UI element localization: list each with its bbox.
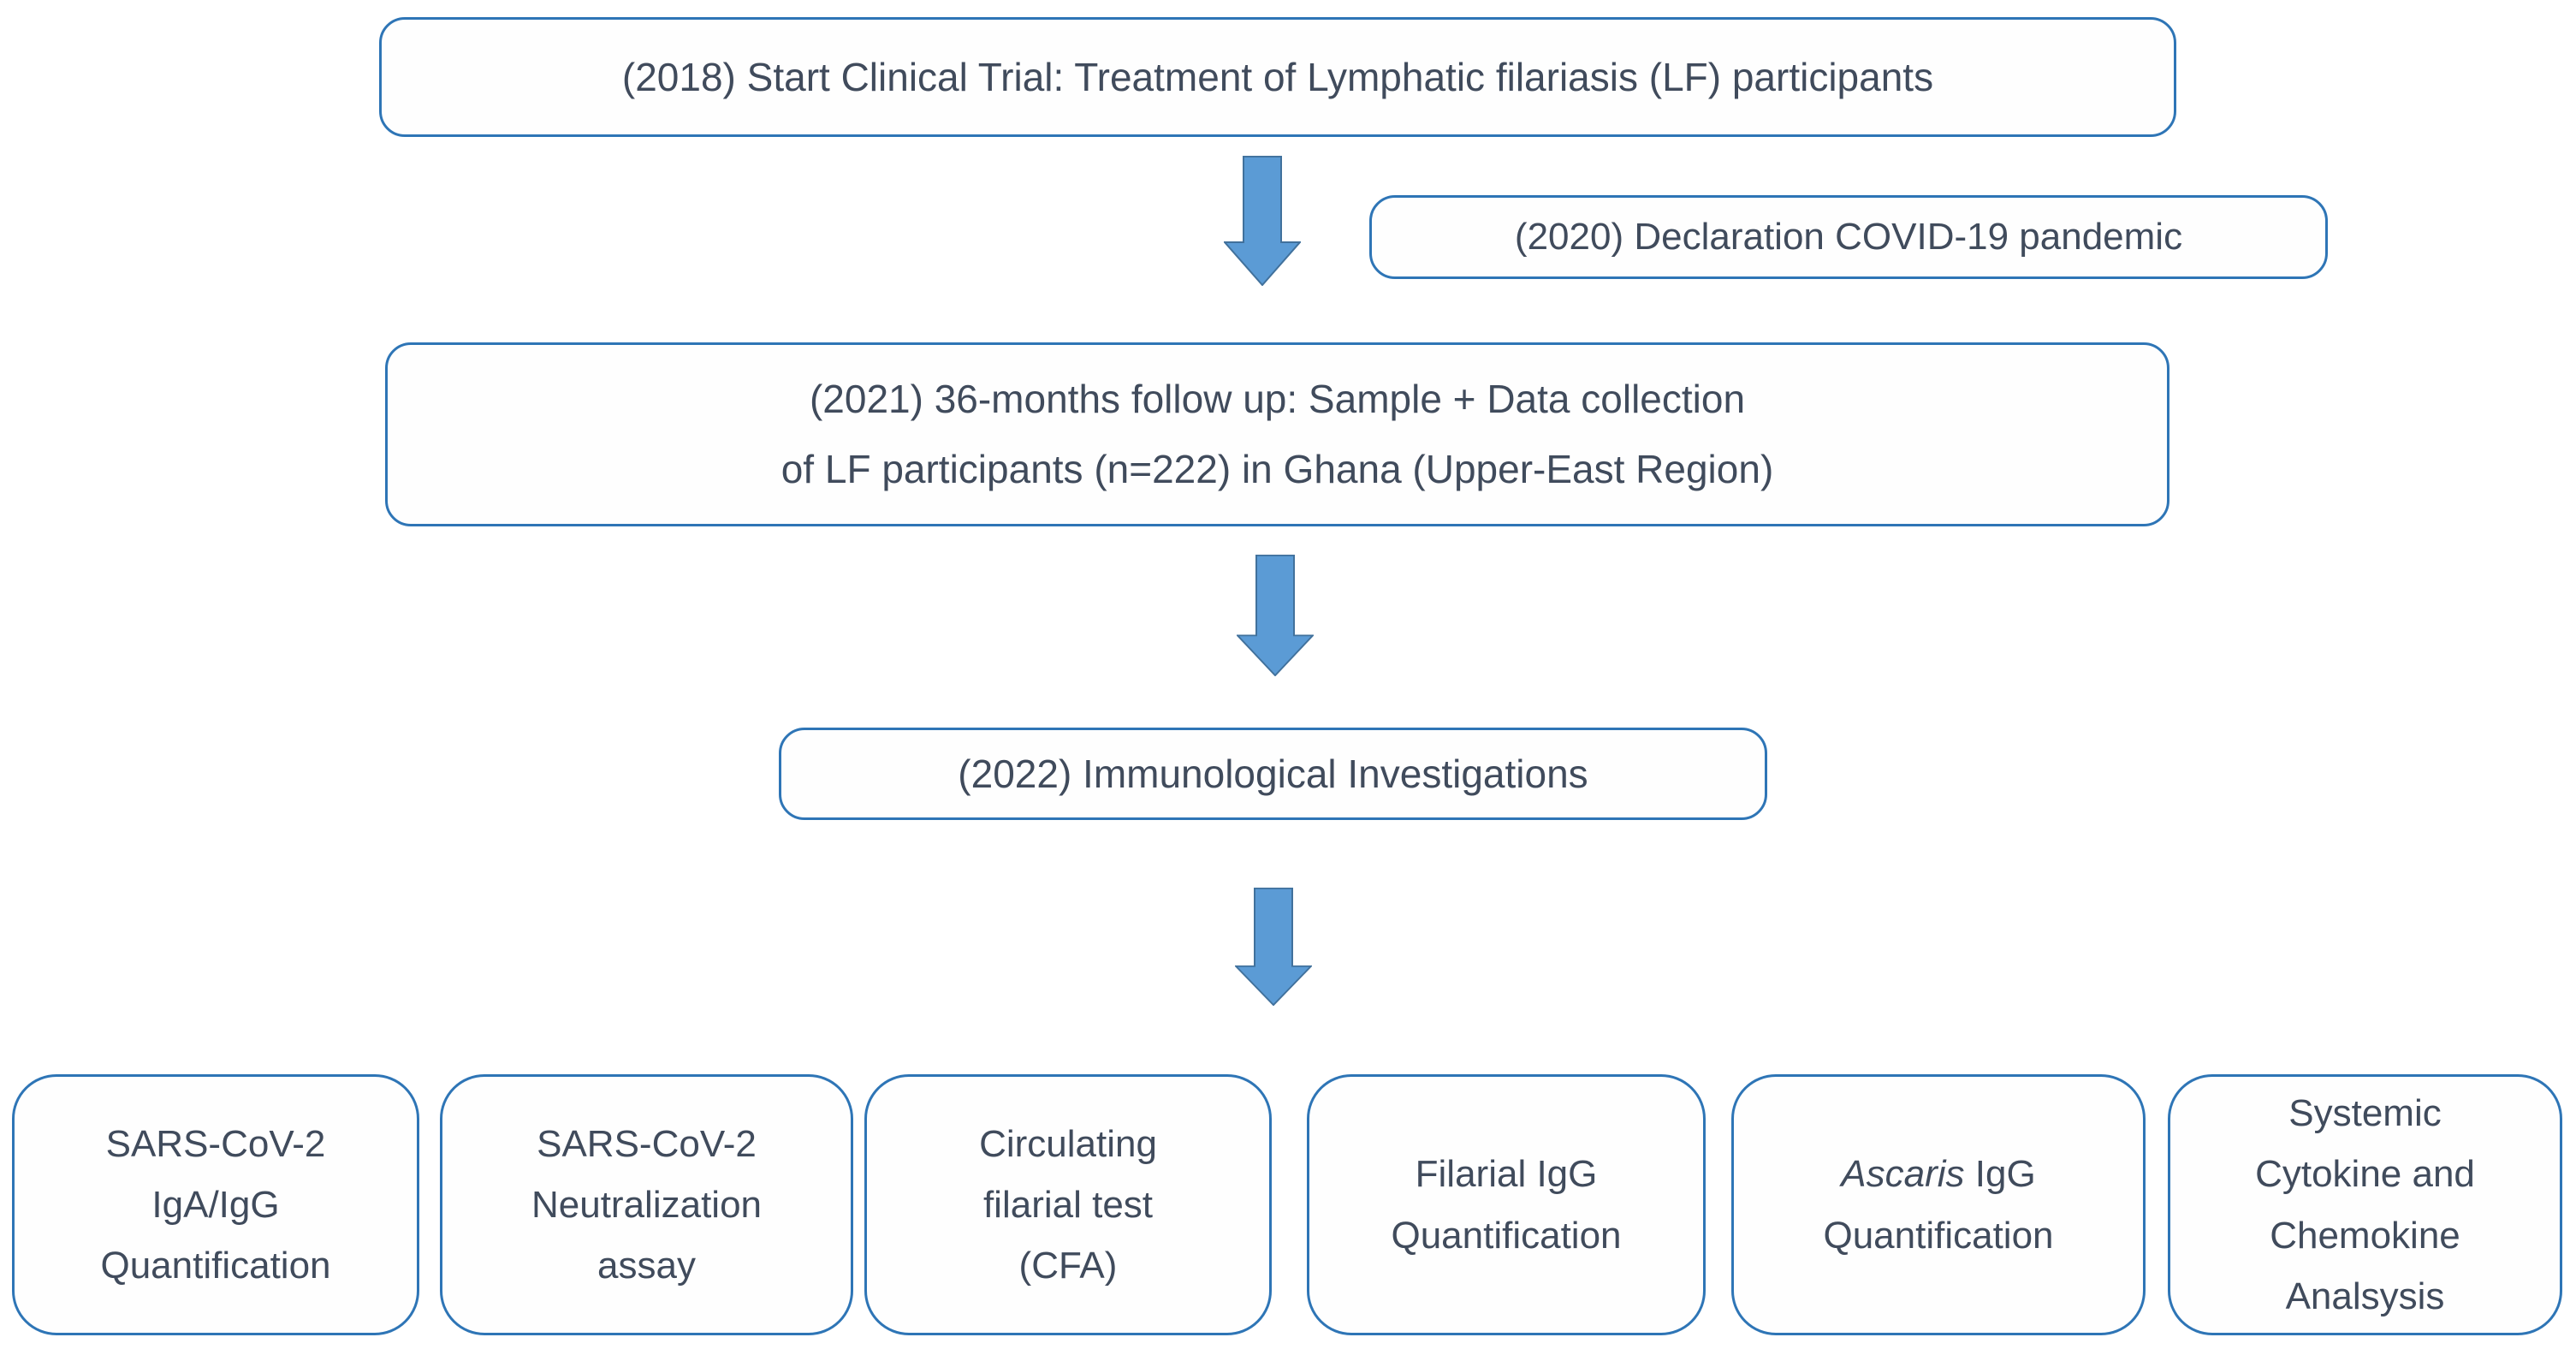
node-filarial-igg-quantification: Filarial IgG Quantification (1307, 1074, 1706, 1335)
node-2021-line2: of LF participants (n=222) in Ghana (Upp… (781, 446, 1774, 491)
node-2018-label: (2018) Start Clinical Trial: Treatment o… (621, 55, 1934, 99)
node-2022-label: (2022) Immunological Investigations (958, 752, 1588, 796)
outcome-line: SARS-CoV-2 (105, 1122, 326, 1165)
outcome-line-rest: IgG (1964, 1153, 2036, 1196)
node-2020-covid-declaration: (2020) Declaration COVID-19 pandemic (1369, 195, 2328, 279)
outcome-line: filarial test (982, 1183, 1154, 1226)
outcome-line: SARS-CoV-2 (537, 1122, 757, 1165)
down-arrow-icon (1237, 555, 1314, 676)
outcome-line: Quantification (1823, 1214, 2054, 1257)
node-2021-line1: (2021) 36-months follow up: Sample + Dat… (809, 376, 1746, 421)
outcome-line: Systemic (2288, 1091, 2442, 1134)
outcome-line: Filarial IgG (1415, 1153, 1598, 1196)
outcome-line: IgA/IgG (151, 1183, 280, 1226)
node-2020-label: (2020) Declaration COVID-19 pandemic (1514, 216, 2183, 258)
outcome-line: Quantification (1391, 1214, 1622, 1257)
down-arrow-icon (1224, 156, 1301, 286)
node-2022-immunological: (2022) Immunological Investigations (779, 728, 1767, 820)
node-2018-start-trial: (2018) Start Clinical Trial: Treatment o… (379, 17, 2176, 137)
node-2021-followup: (2021) 36-months follow up: Sample + Dat… (385, 342, 2169, 526)
node-systemic-cytokine-chemokine-analysis: Systemic Cytokine and Chemokine Analsysi… (2168, 1074, 2562, 1335)
outcome-line: Quantification (100, 1245, 331, 1287)
outcome-line: assay (597, 1245, 696, 1287)
outcome-line: Chemokine (2270, 1214, 2460, 1257)
outcome-line: Ascaris IgG (1841, 1144, 2035, 1204)
outcome-line: (CFA) (1018, 1245, 1118, 1287)
node-sars-cov2-neutralization-assay: SARS-CoV-2 Neutralization assay (440, 1074, 853, 1335)
outcome-line: Analsysis (2285, 1275, 2445, 1317)
outcome-line: Circulating (979, 1122, 1157, 1165)
node-sars-cov2-iga-igg-quantification: SARS-CoV-2 IgA/IgG Quantification (12, 1074, 419, 1335)
node-ascaris-igg-quantification: Ascaris IgG Quantification (1731, 1074, 2146, 1335)
ascaris-italic-text: Ascaris (1841, 1153, 1965, 1196)
down-arrow-icon (1235, 888, 1312, 1006)
outcome-line: Neutralization (531, 1183, 763, 1226)
outcome-line: Cytokine and (2255, 1153, 2475, 1196)
node-circulating-filarial-test-cfa: Circulating filarial test (CFA) (864, 1074, 1272, 1335)
